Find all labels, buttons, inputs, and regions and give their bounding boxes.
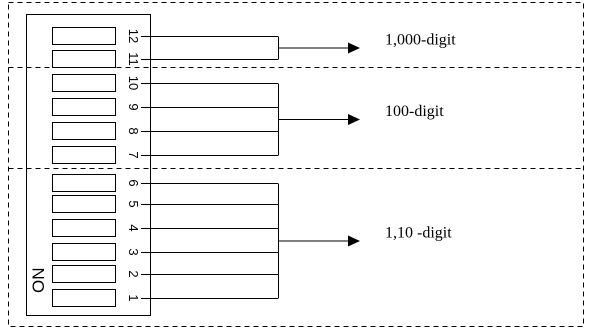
group-label: 1,10 -digit bbox=[385, 225, 452, 242]
group-label: 1,000-digit bbox=[385, 32, 456, 49]
switch-number-2: 2 bbox=[126, 270, 141, 277]
switch-number-6: 6 bbox=[126, 179, 141, 186]
dip-switch-body bbox=[26, 14, 151, 316]
switch-number-11: 11 bbox=[126, 52, 141, 66]
arrow-head bbox=[348, 235, 360, 247]
switch-number-8: 8 bbox=[126, 127, 141, 134]
switch-slot-5 bbox=[52, 195, 116, 213]
switch-slot-1 bbox=[52, 289, 116, 307]
switch-number-7: 7 bbox=[126, 151, 141, 158]
switch-slot-11 bbox=[52, 50, 116, 68]
arrow-head bbox=[348, 114, 360, 125]
outer-border bbox=[8, 2, 584, 327]
switch-slot-6 bbox=[52, 174, 116, 192]
switch-number-4: 4 bbox=[126, 224, 141, 231]
switch-number-9: 9 bbox=[126, 103, 141, 110]
switch-number-1: 1 bbox=[126, 294, 141, 301]
switch-slot-12 bbox=[52, 27, 116, 45]
group-brackets bbox=[141, 36, 279, 299]
switch-number-3: 3 bbox=[126, 248, 141, 255]
switch-slot-9 bbox=[52, 98, 116, 116]
switch-number-5: 5 bbox=[126, 200, 141, 207]
group-label: 100-digit bbox=[385, 103, 444, 120]
switch-number-10: 10 bbox=[126, 76, 141, 90]
on-label: ON bbox=[29, 268, 48, 294]
switch-slot-7 bbox=[52, 146, 116, 164]
group-arrows: 1,10 -digit 100-digit 1,000-digit bbox=[278, 32, 456, 247]
switch-slot-2 bbox=[52, 265, 116, 283]
switch-slot-3 bbox=[52, 243, 116, 261]
switch-number-12: 12 bbox=[126, 29, 141, 43]
dashed-frame bbox=[8, 2, 584, 327]
switch-slot-8 bbox=[52, 122, 116, 140]
switch-slot-10 bbox=[52, 74, 116, 92]
switch-slot-4 bbox=[52, 219, 116, 237]
arrow-head bbox=[348, 42, 360, 54]
